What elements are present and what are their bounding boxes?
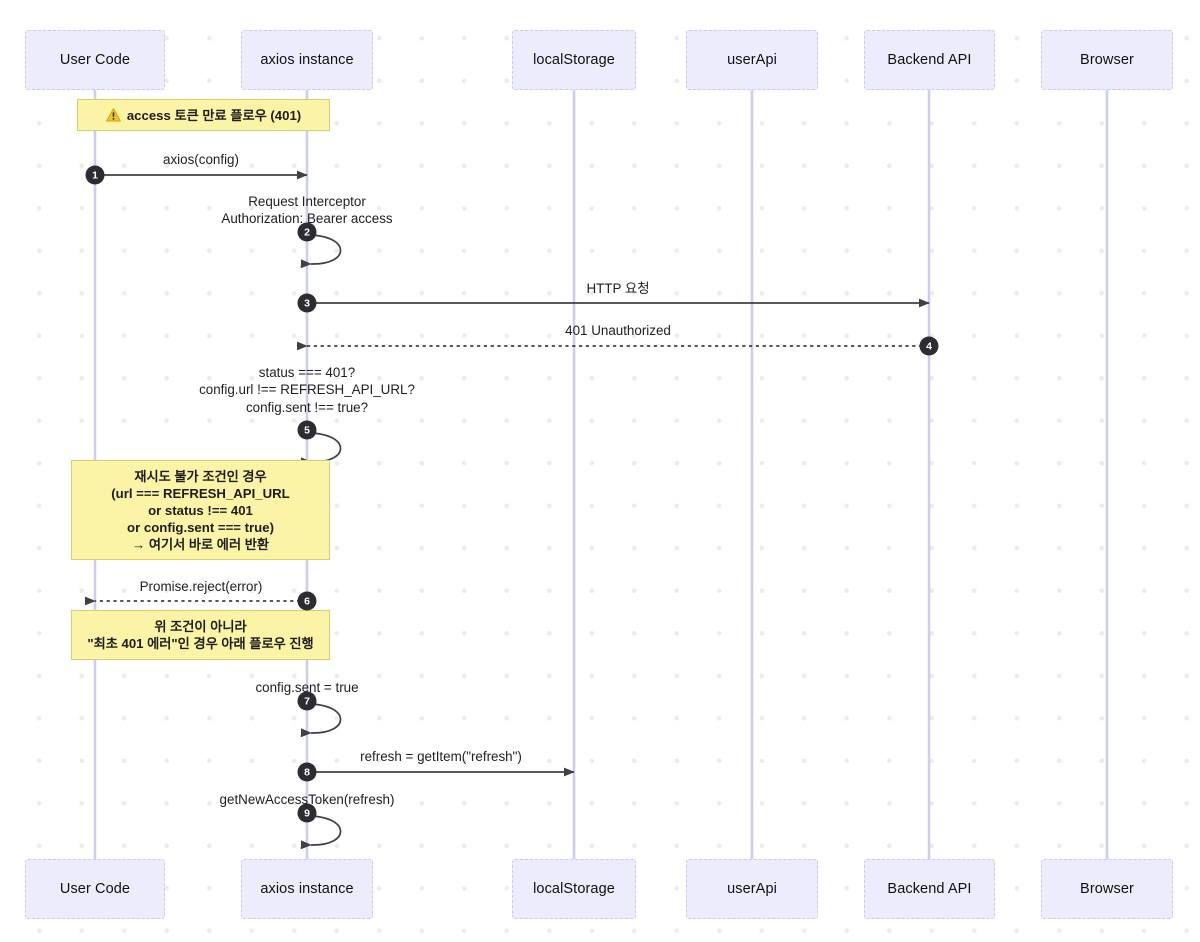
message-label-line-2: config.url !== REFRESH_API_URL? [199, 382, 415, 398]
participant-label: User Code [59, 52, 131, 68]
message-label-line-1: 401 Unauthorized [565, 323, 671, 338]
participant-label: userApi [727, 881, 777, 897]
lifeline-group [93, 90, 1109, 859]
step-badge-5: 5 [297, 420, 317, 440]
note-line-1: 위 조건이 아니라 [154, 619, 247, 634]
step-badge-3: 3 [297, 293, 317, 313]
message-label-line-1: HTTP 요청 [586, 281, 650, 296]
message-label-line-2: Authorization: Bearer access [221, 211, 393, 227]
step-badge-9: 9 [297, 803, 317, 823]
message-label-line-1: Promise.reject(error) [139, 579, 263, 594]
step-badge-2: 2 [297, 222, 317, 242]
step-badge-8: 8 [297, 762, 317, 782]
message-label-7: config.sent = true [255, 679, 358, 696]
step-badge-7: 7 [297, 691, 317, 711]
participant-label: axios instance [260, 881, 354, 897]
participant-axios-instance-bottom[interactable]: axios instance [241, 859, 373, 919]
message-arrow-group [84, 170, 930, 850]
participant-label: Browser [1080, 881, 1134, 897]
message-label-line-3: config.sent !== true? [245, 399, 369, 415]
message-label-6: Promise.reject(error) [140, 578, 263, 595]
message-label-5: status === 401? config.url !== REFRESH_AP… [199, 364, 415, 416]
message-label-line-1: getNewAccessToken(refresh) [219, 792, 395, 807]
participant-userapi-top[interactable]: userApi [686, 30, 818, 90]
participant-label: localStorage [533, 52, 615, 68]
note-title-row: access 토큰 만료 플로우 (401) [105, 107, 302, 124]
self-message-arrow-7 [300, 703, 342, 738]
participant-label: Backend API [887, 881, 972, 897]
message-label-line-1: refresh = getItem("refresh") [360, 749, 522, 764]
note-line-2: "최초 401 에러"인 경우 아래 플로우 진행 [87, 636, 314, 651]
step-badge-1: 1 [85, 165, 105, 185]
participant-label: axios instance [260, 52, 354, 68]
warning-triangle-icon [105, 108, 121, 122]
message-label-3: HTTP 요청 [586, 280, 649, 297]
message-label-line-1: Request Interceptor [248, 194, 366, 209]
participant-browser-bottom[interactable]: Browser [1041, 859, 1173, 919]
participant-backend-api-bottom[interactable]: Backend API [864, 859, 995, 919]
message-label-1: axios(config) [163, 151, 239, 168]
participant-browser-top[interactable]: Browser [1041, 30, 1173, 90]
participant-backend-api-top[interactable]: Backend API [864, 30, 995, 90]
participant-label: userApi [727, 52, 777, 68]
participant-axios-instance-top[interactable]: axios instance [241, 30, 373, 90]
step-badge-6: 6 [297, 591, 317, 611]
note-first-401: 위 조건이 아니라 "최초 401 에러"인 경우 아래 플로우 진행 [71, 610, 330, 660]
message-label-line-1: status === 401? [258, 365, 356, 380]
self-message-arrow-9 [300, 815, 342, 850]
note-line-1: 재시도 불가 조건인 경우 [134, 468, 267, 484]
note-line-2: (url === REFRESH_API_URL [111, 485, 290, 501]
participant-label: localStorage [533, 881, 615, 897]
message-label-9: getNewAccessToken(refresh) [220, 791, 395, 808]
note-line-3: or status !== 401 [148, 502, 253, 518]
participant-localstorage-bottom[interactable]: localStorage [512, 859, 636, 919]
message-label-8: refresh = getItem("refresh") [360, 748, 522, 765]
message-label-4: 401 Unauthorized [565, 322, 671, 339]
note-line-5: → 여기서 바로 에러 반환 [131, 536, 270, 552]
participant-label: Browser [1080, 52, 1134, 68]
step-badge-4: 4 [919, 336, 939, 356]
message-label-line-1: config.sent = true [255, 680, 359, 695]
note-title-text: access 토큰 만료 플로우 (401) [126, 107, 302, 123]
participant-user-code-top[interactable]: User Code [25, 30, 165, 90]
note-line-4: or config.sent === true) [127, 519, 274, 535]
participant-localstorage-top[interactable]: localStorage [512, 30, 636, 90]
note-title: access 토큰 만료 플로우 (401) [77, 99, 330, 131]
participant-label: Backend API [887, 52, 972, 68]
participant-userapi-bottom[interactable]: userApi [686, 859, 818, 919]
participant-user-code-bottom[interactable]: User Code [25, 859, 165, 919]
message-label-line-1: axios(config) [163, 152, 239, 167]
self-message-arrow-2 [300, 234, 342, 269]
participant-label: User Code [59, 881, 131, 897]
